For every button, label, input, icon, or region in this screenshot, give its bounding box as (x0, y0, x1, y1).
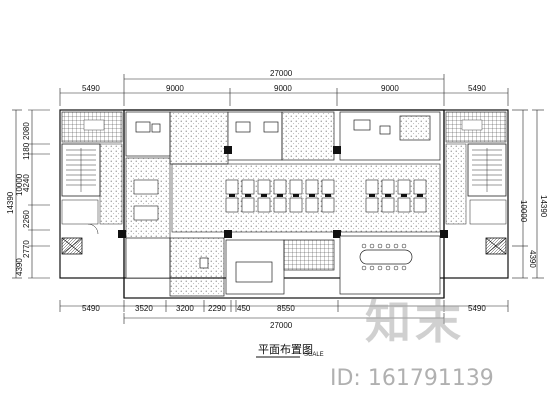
bottom-dim-2: 3520 (135, 304, 153, 313)
top-dim-5: 5490 (468, 84, 486, 93)
bottom-dimension-lines (59, 300, 509, 324)
right-outer-dimension: 14390 (539, 195, 548, 218)
drawing-title: 平面布置图 (258, 343, 313, 356)
top-offices (125, 111, 441, 165)
left-dim-2: 1180 (22, 142, 31, 160)
left-dim-4: 4240 (22, 174, 31, 192)
right-wing (445, 111, 507, 255)
bottom-dim-1: 5490 (82, 304, 100, 313)
bottom-dim-3: 3200 (176, 304, 194, 313)
left-wing (61, 111, 123, 255)
right-dimension-lines (512, 109, 544, 279)
top-dim-1: 5490 (82, 84, 100, 93)
bottom-dim-7: 5490 (468, 304, 486, 313)
top-total-dimension: 27000 (270, 69, 293, 78)
structural-columns (118, 146, 448, 238)
right-dim-1: 10000 (519, 200, 528, 223)
left-dim-3: 10000 (15, 173, 24, 196)
bottom-dim-6: 8550 (277, 304, 295, 313)
left-dim-6: 2770 (22, 240, 31, 258)
left-dim-7: 4390 (15, 258, 24, 276)
watermark-id: ID: 161791139 (330, 366, 494, 391)
drawing-scale: SCALE (304, 352, 324, 358)
top-dim-2: 9000 (166, 84, 184, 93)
top-dim-4: 9000 (381, 84, 399, 93)
top-dimension-lines (59, 74, 509, 106)
right-dim-2: 4390 (528, 250, 537, 268)
left-outer-dimension: 14390 (6, 191, 15, 214)
bottom-dim-5: 450 (237, 304, 251, 313)
conference-chairs (361, 243, 407, 271)
left-dimension-lines (12, 109, 50, 279)
left-dim-1: 2080 (22, 122, 31, 140)
top-dim-3: 9000 (274, 84, 292, 93)
open-office (125, 157, 441, 279)
bottom-total-dimension: 27000 (270, 321, 293, 330)
left-dim-5: 2260 (22, 210, 31, 228)
watermark-logo: 知末 (365, 295, 465, 349)
bottom-dim-4: 2290 (208, 304, 226, 313)
